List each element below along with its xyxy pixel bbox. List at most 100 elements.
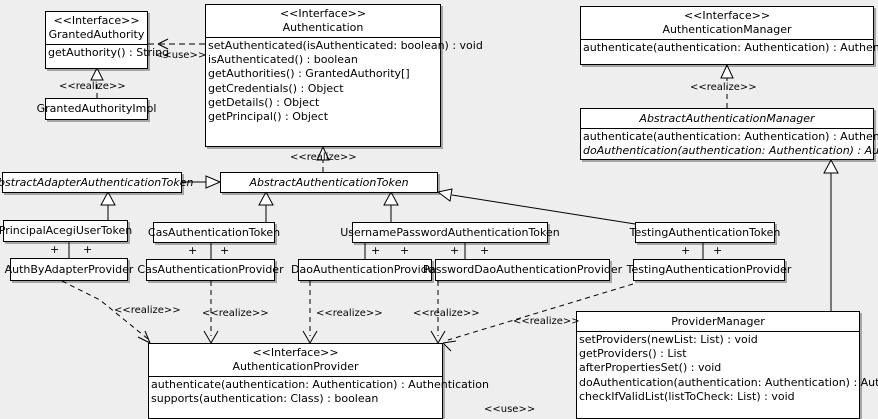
stereotype-label: <<Interface>> <box>252 346 339 359</box>
method-row: getDetails() : Object <box>208 95 320 109</box>
edge-principalacegiusertoken-extends-abstractadaptertoken <box>100 190 116 220</box>
method-row: getPrincipal() : Object <box>208 110 329 124</box>
edge-label-realize-authbyadapter: <<realize>> <box>114 305 181 316</box>
class-name-label: CasAuthenticationProvider <box>137 263 284 276</box>
method-row: setAuthenticated(isAuthenticated: boolea… <box>208 39 483 52</box>
method-row: doAuthentication(authentication: Authent… <box>579 375 878 389</box>
class-header: <<Interface>> Authentication <box>206 5 440 37</box>
methods-compartment: authenticate(authentication: Authenticat… <box>149 377 489 407</box>
class-password-dao-authentication-provider[interactable]: PasswordDaoAuthenticationProvider <box>423 259 622 281</box>
method-row: doAuthentication(authentication: Authent… <box>583 144 878 158</box>
class-name-label: UsernamePasswordAuthenticationToken <box>340 225 560 239</box>
assoc-plus-marker: + <box>713 244 723 257</box>
class-name-label: PasswordDaoAuthenticationProvider <box>422 263 623 276</box>
class-username-password-authentication-token[interactable]: UsernamePasswordAuthenticationToken <box>340 222 560 243</box>
edge-authentication-uses-grantedauthority <box>148 38 205 50</box>
class-name-label: AbstractAuthenticationToken <box>249 175 409 189</box>
edge-label-realize-abstractauthenticationmanager: <<realize>> <box>690 82 757 93</box>
class-abstract-authentication-manager[interactable]: AbstractAuthenticationManager authentica… <box>580 108 878 160</box>
assoc-plus-marker: + <box>371 244 381 257</box>
method-row: getCredentials() : Object <box>208 81 344 95</box>
class-name-label: DaoAuthenticationProvider <box>291 263 439 276</box>
method-row: getProviders() : List <box>579 347 687 361</box>
class-dao-authentication-provider[interactable]: DaoAuthenticationProvider <box>291 259 439 281</box>
class-granted-authority-impl[interactable]: GrantedAuthorityImpl <box>37 98 156 120</box>
edge-label-use-providermanager: <<use>> <box>484 404 536 415</box>
edge-usernamepasswordtoken-extends-abstractauthenticationtoken <box>383 190 399 222</box>
stereotype-label: <<Interface>> <box>683 9 771 22</box>
class-principal-acegi-user-token[interactable]: PrincipalAcegiUserToken <box>0 220 132 242</box>
class-cas-authentication-provider[interactable]: CasAuthenticationProvider <box>137 259 284 281</box>
compartment-divider <box>581 128 873 129</box>
edge-daoauthenticationprovider-realizes-authenticationprovider <box>302 281 318 344</box>
class-name-label: AuthByAdapterProvider <box>4 262 134 276</box>
compartment-divider <box>149 376 442 377</box>
class-granted-authority[interactable]: <<Interface>> GrantedAuthority getAuthor… <box>45 11 170 69</box>
edge-label-realize-passworddao: <<realize>> <box>413 308 480 319</box>
methods-compartment: authenticate(authentication: Authenticat… <box>581 129 878 159</box>
edge-label-use-grantedauthority: <<use>> <box>155 50 207 61</box>
class-testing-authentication-provider[interactable]: TestingAuthenticationProvider <box>627 259 791 281</box>
edge-authbyadapterprovider-realizes-authenticationprovider <box>61 280 151 344</box>
class-authentication[interactable]: <<Interface>> Authentication setAuthenti… <box>205 4 483 147</box>
method-row: isAuthenticated() : boolean <box>208 53 358 67</box>
class-abstract-adapter-authentication-token[interactable]: AbstractAdapterAuthenticationToken <box>0 172 193 193</box>
class-name-label: TestingAuthenticationProvider <box>626 263 792 276</box>
class-testing-authentication-token[interactable]: TestingAuthenticationToken <box>630 222 780 243</box>
class-name-label: AbstractAuthenticationManager <box>639 112 815 125</box>
assoc-plus-marker: + <box>83 243 93 256</box>
edge-casauthenticationprovider-realizes-authenticationprovider <box>203 281 219 344</box>
class-provider-manager[interactable]: ProviderManager setProviders(newList: Li… <box>576 311 878 419</box>
class-name-label: TestingAuthenticationToken <box>629 225 781 239</box>
stereotype-label: <<Interface>> <box>279 7 367 20</box>
assoc-plus-marker: + <box>400 244 410 257</box>
edge-testingauthenticationprovider-realizes-authenticationprovider <box>442 283 634 352</box>
method-row: authenticate(authentication: Authenticat… <box>583 130 878 143</box>
class-name-label: AbstractAdapterAuthenticationToken <box>0 175 194 189</box>
assoc-plus-marker: + <box>220 244 230 257</box>
methods-compartment: setProviders(newList: List) : void getPr… <box>577 332 878 405</box>
methods-compartment: getAuthority() : String <box>46 45 170 61</box>
method-row: getAuthorities() : GrantedAuthority[] <box>208 67 410 81</box>
edge-abstractauthenticationtoken-realizes-authentication <box>316 145 330 172</box>
method-row: setProviders(newList: List) : void <box>579 333 758 346</box>
edge-abstractadaptertoken-extends-abstractauthenticationtoken <box>182 175 222 189</box>
compartment-divider <box>581 39 873 40</box>
class-header: <<Interface>> GrantedAuthority <box>46 12 147 44</box>
edge-label-realize-grantedauthorityimpl: <<realize>> <box>59 81 126 92</box>
class-cas-authentication-token[interactable]: CasAuthenticationToken <box>148 222 280 243</box>
edge-providermanager-extends-abstractauthenticationmanager <box>823 158 839 311</box>
method-row: afterPropertiesSet() : void <box>579 361 722 375</box>
class-header: <<Interface>> AuthenticationProvider <box>149 344 442 376</box>
assoc-plus-marker: + <box>50 243 60 256</box>
method-row: checkIfValidList(listToCheck: List) : vo… <box>579 389 795 403</box>
edge-testingauthenticationtoken-extends-abstractauthenticationtoken <box>436 188 636 225</box>
edge-label-realize-cas: <<realize>> <box>202 308 269 319</box>
edge-label-realize-providermanager: <<realize>> <box>513 316 580 327</box>
class-header: ProviderManager <box>577 312 859 331</box>
methods-compartment: authenticate(authentication: Authenticat… <box>581 40 878 56</box>
class-authentication-provider[interactable]: <<Interface>> AuthenticationProvider aut… <box>148 343 489 419</box>
method-row: authenticate(authentication: Authenticat… <box>583 41 878 54</box>
stereotype-label: <<Interface>> <box>53 14 140 27</box>
class-authentication-manager[interactable]: <<Interface>> AuthenticationManager auth… <box>580 6 878 65</box>
edge-passworddaoauthenticationprovider-realizes-authenticationprovider <box>430 281 446 344</box>
class-auth-by-adapter-provider[interactable]: AuthByAdapterProvider <box>5 258 133 281</box>
class-header: <<Interface>> AuthenticationManager <box>581 7 873 39</box>
assoc-plus-marker: + <box>480 244 490 257</box>
assoc-plus-marker: + <box>188 244 198 257</box>
methods-compartment: setAuthenticated(isAuthenticated: boolea… <box>206 38 483 125</box>
class-name-label: PrincipalAcegiUserToken <box>0 224 133 237</box>
class-name-label: AuthenticationManager <box>662 23 792 36</box>
edge-casauthenticationtoken-extends-abstractauthenticationtoken <box>258 190 274 222</box>
class-abstract-authentication-token[interactable]: AbstractAuthenticationToken <box>220 172 438 193</box>
class-name-label: CasAuthenticationToken <box>147 225 281 239</box>
method-row: supports(authentication: Class) : boolea… <box>151 392 379 406</box>
edge-label-realize-abstractauthenticationtoken: <<realize>> <box>290 152 357 163</box>
class-header: AbstractAuthenticationManager <box>581 109 873 128</box>
edge-label-realize-dao: <<realize>> <box>316 308 383 319</box>
compartment-divider <box>46 44 147 45</box>
method-row: getAuthority() : String <box>48 46 170 59</box>
